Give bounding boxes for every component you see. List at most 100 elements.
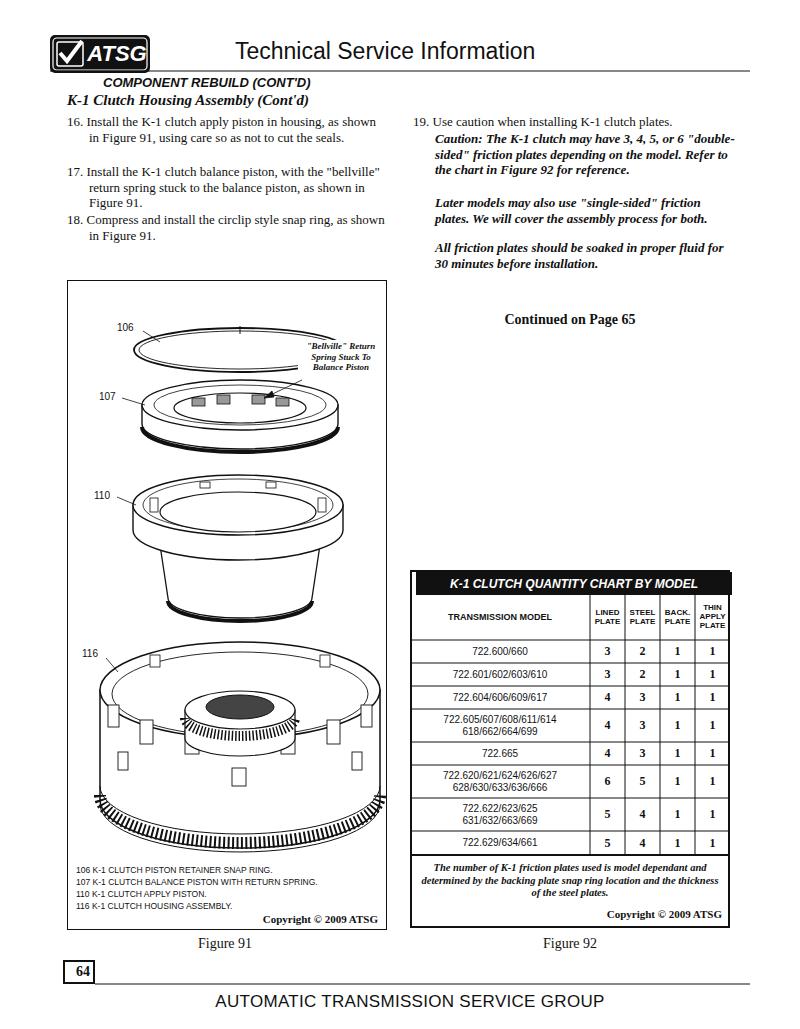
table-grid (410, 765, 730, 766)
clutch-housing (100, 642, 380, 852)
clutch-housing (232, 768, 246, 786)
table-cell: 722.620/621/624/626/627 628/630/633/636/… (410, 765, 590, 798)
clutch-housing (118, 752, 128, 770)
table-cell: 4 (590, 709, 625, 742)
clutch-housing (100, 795, 380, 843)
balance-piston (154, 385, 326, 425)
callout-note: "Bellville" Return Spring Stuck To Balan… (298, 340, 384, 374)
caution-note: All friction plates should be soaked in … (435, 240, 735, 271)
table-cell: 1 (695, 831, 730, 855)
leader-line (117, 497, 136, 505)
table-cell: 3 (625, 742, 660, 765)
leader-line (122, 398, 145, 405)
table-cell: 1 (695, 709, 730, 742)
figure-caption: Figure 91 (175, 936, 275, 952)
table-header: STEEL PLATE (625, 593, 660, 640)
table-cell: 4 (590, 742, 625, 765)
step-text: 19. Use caution when installing K-1 clut… (413, 114, 735, 130)
step-text: 17. Install the K-1 clutch balance pisto… (67, 164, 387, 211)
section-heading: COMPONENT REBUILD (CONT'D) (103, 75, 403, 90)
callout-number: 107 (99, 391, 116, 402)
logo-plate (50, 35, 150, 73)
leader-line (264, 391, 274, 398)
leader-line (106, 331, 302, 672)
table-grid (410, 742, 730, 743)
table-grid (410, 663, 730, 664)
figure-frame: 106 K-1 CLUTCH PISTON RETAINER SNAP RING… (67, 280, 387, 930)
table-cell: 3 (625, 686, 660, 709)
part-key: 110 K-1 CLUTCH APPLY PISTON. (76, 889, 376, 899)
apply-piston (168, 601, 312, 621)
table-cell: 1 (695, 765, 730, 798)
balance-piston (217, 395, 230, 404)
table-cell: 3 (590, 663, 625, 686)
page-title: Technical Service Information (235, 38, 535, 65)
subsection-heading: K-1 Clutch Housing Assembly (Cont'd) (67, 92, 397, 109)
caution-note: Caution: The K-1 clutch may have 3, 4, 5… (435, 131, 735, 178)
apply-piston (150, 498, 158, 512)
table-cell: 1 (660, 640, 695, 663)
table-grid (625, 593, 626, 855)
page-number-box: 64 (63, 960, 95, 984)
table-cell: 722.605/607/608/611/614 618/662/664/699 (410, 709, 590, 742)
apply-piston (133, 475, 343, 621)
footer-rule (95, 984, 750, 985)
snap-ring (240, 326, 241, 334)
table-cell: 722.601/602/603/610 (410, 663, 590, 686)
apply-piston (200, 482, 210, 488)
callout-number: 116 (82, 648, 98, 659)
clutch-housing (320, 655, 330, 667)
apply-piston (133, 475, 343, 535)
table-grid (410, 709, 730, 710)
balance-piston (142, 427, 338, 452)
table-cell: 1 (660, 798, 695, 831)
table-cell: 2 (625, 663, 660, 686)
table-cell: 722.600/660 (410, 640, 590, 663)
balance-piston (142, 380, 338, 452)
apply-piston (160, 492, 316, 532)
part-key: 107 K-1 CLUTCH BALANCE PISTON WITH RETUR… (76, 877, 376, 887)
table-grid (410, 831, 730, 832)
footer-rule (95, 984, 750, 985)
table-grid (660, 593, 661, 855)
table-header: LINED PLATE (590, 593, 625, 640)
apply-piston (266, 482, 276, 488)
table-grid (410, 593, 730, 855)
table-cell: 1 (660, 686, 695, 709)
table-cell: 1 (660, 709, 695, 742)
figure-caption: Figure 92 (520, 936, 620, 952)
header-rule (50, 71, 750, 72)
balance-piston (174, 393, 306, 423)
part-key: 116 K-1 CLUTCH HOUSING ASSEMBLY. (76, 901, 376, 911)
clutch-housing (100, 786, 380, 834)
table-cell: 5 (590, 831, 625, 855)
table-header: BACK. PLATE (660, 593, 695, 640)
table-grid (590, 593, 591, 855)
table-cell: 1 (695, 663, 730, 686)
table-cell: 6 (590, 765, 625, 798)
clutch-housing (327, 720, 340, 744)
leader-line (106, 658, 118, 672)
table-header: TRANSMISSION MODEL (410, 593, 590, 640)
leader-line (264, 380, 302, 398)
clutch-housing (185, 691, 295, 729)
balance-piston (142, 380, 338, 430)
table-grid (410, 798, 730, 799)
table-cell: 722.629/634/661 (410, 831, 590, 855)
callout-number: 110 (94, 490, 110, 501)
table-cell: 722.622/623/625 631/632/663/669 (410, 798, 590, 831)
header-rule (50, 71, 750, 72)
step-text: 18. Compress and install the circlip sty… (67, 212, 387, 243)
table-cell: 4 (590, 686, 625, 709)
caution-note: Later models may also use "single-sided"… (435, 195, 735, 226)
table-grid (695, 593, 696, 855)
logo-text: ATSG (86, 41, 148, 67)
clutch-housing (108, 705, 119, 727)
table-cell: 3 (590, 640, 625, 663)
table-cell: 1 (660, 742, 695, 765)
logo-box: ATSG (50, 35, 150, 73)
table-cell: 3 (625, 709, 660, 742)
logo-plate (53, 38, 147, 70)
footer-text: AUTOMATIC TRANSMISSION SERVICE GROUP (140, 992, 680, 1012)
